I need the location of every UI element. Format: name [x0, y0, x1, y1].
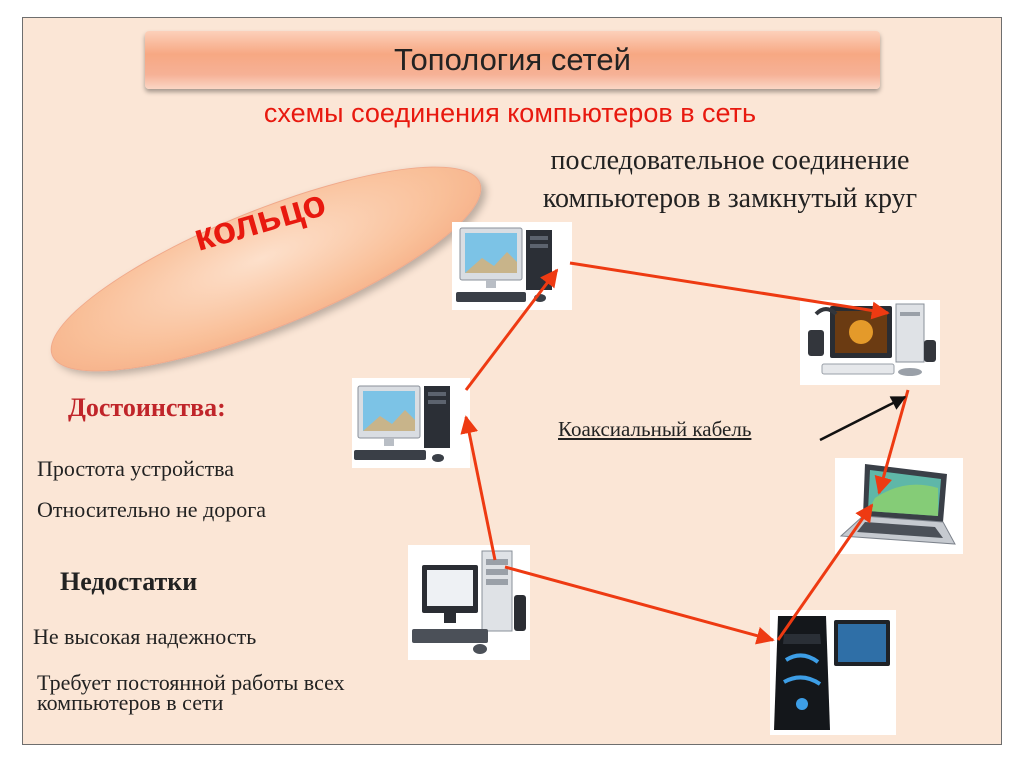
link-arrow — [460, 415, 497, 561]
link-arrow — [569, 261, 890, 320]
disadvantages-heading: Недостатки — [60, 567, 198, 596]
advantage-item: Относительно не дорога — [37, 497, 267, 522]
link-arrow — [464, 268, 559, 391]
desktop-computer-icon — [352, 378, 470, 468]
advantages-heading: Достоинства: — [68, 393, 226, 422]
definition-line-2: компьютеров в замкнутый круг — [542, 183, 918, 214]
advantage-item: Простота устройства — [37, 456, 235, 481]
disadvantage-item: Требует постоянной работы всех — [37, 670, 345, 695]
desktop-computer-icon — [408, 545, 530, 660]
link-arrow — [874, 389, 910, 495]
desktop-computer-icon — [452, 222, 572, 310]
gaming-tower-icon — [770, 610, 896, 735]
disadvantage-item: Не высокая надежность — [33, 624, 257, 649]
link-arrow — [504, 565, 775, 645]
topology-definition: последовательное соединение компьютеров … — [495, 142, 965, 218]
cable-label: Коаксиальный кабель — [558, 417, 752, 441]
slide-subtitle: схемы соединения компьютеров в сеть — [263, 98, 757, 128]
definition-line-1: последовательное соединение — [550, 145, 910, 176]
cable-pointer-arrow — [819, 395, 907, 442]
slide-title: Топология сетей — [145, 31, 880, 89]
link-arrow — [776, 503, 874, 641]
disadvantage-item: компьютеров в сети — [37, 690, 224, 715]
multimedia-computer-icon — [800, 300, 940, 385]
